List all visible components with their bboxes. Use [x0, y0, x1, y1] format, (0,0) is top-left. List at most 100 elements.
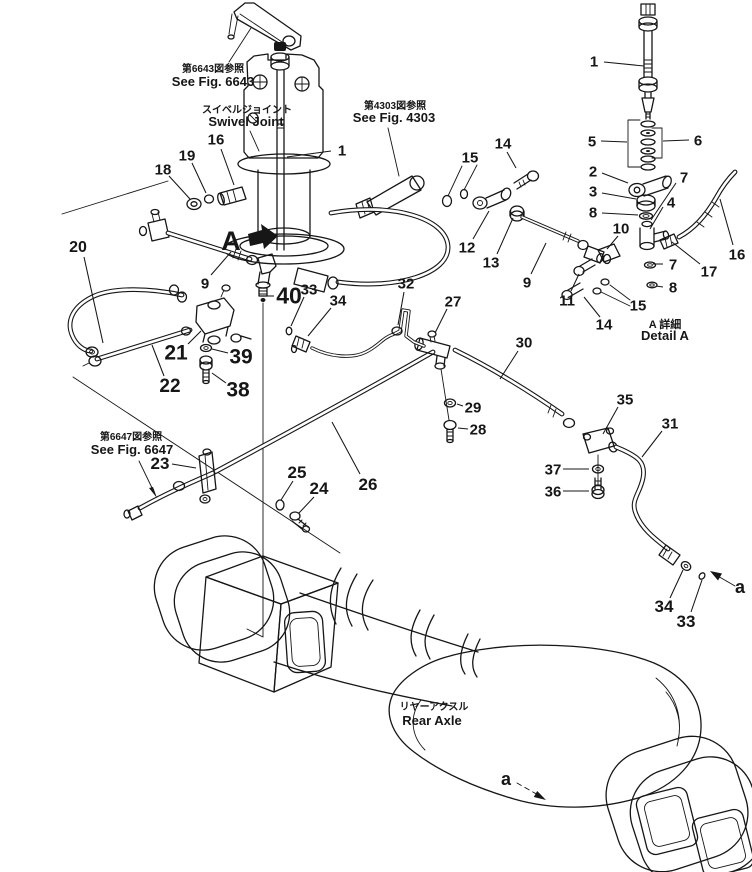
- part-label-10: 10: [613, 220, 630, 237]
- part-label-11a: 11: [559, 292, 575, 309]
- pipe-26-group: [123, 349, 436, 533]
- leader-17: [671, 241, 701, 265]
- conn-a-axle: a: [501, 769, 512, 789]
- part-label-21: 21: [164, 342, 188, 365]
- part-label-1a: 1: [590, 53, 598, 70]
- part-label-5: 5: [588, 133, 596, 150]
- part-label-32: 32: [398, 275, 415, 292]
- part-label-34a: 34: [330, 292, 347, 309]
- part-label-4: 4: [667, 194, 676, 211]
- part-label-8b: 8: [669, 279, 677, 296]
- detail-a-group: [441, 3, 738, 307]
- part-label-8a: 8: [589, 204, 597, 221]
- part-label-15a: 15: [630, 297, 647, 314]
- fig-6647-en: See Fig. 6647: [91, 442, 173, 457]
- leader-9b: [210, 251, 232, 276]
- part-label-15b: 15: [462, 149, 479, 166]
- leader-14b: [506, 151, 517, 169]
- part-label-24: 24: [310, 479, 329, 498]
- part-label-31: 31: [662, 415, 679, 432]
- part-label-25: 25: [288, 463, 307, 482]
- pipe-32-group: [285, 308, 426, 358]
- part-label-29: 29: [465, 399, 482, 416]
- top-lever: [227, 2, 302, 63]
- leader-13: [496, 217, 514, 255]
- annotations: 第6643図参照 See Fig. 6643 スイベルジョイント Swivel …: [91, 62, 746, 789]
- leader-9a: [530, 242, 547, 275]
- part-label-33a: 33: [301, 281, 318, 298]
- leader-32: [397, 291, 405, 326]
- part-label-18: 18: [155, 161, 172, 178]
- leader-24: [298, 496, 315, 514]
- leader-39: [211, 348, 229, 354]
- pipe-30: [452, 347, 576, 429]
- fig-4303-jp: 第4303図参照: [364, 99, 426, 112]
- part-label-14a: 14: [596, 316, 613, 333]
- leader-10: [606, 235, 619, 250]
- leader-3: [601, 192, 637, 200]
- leader-19: [191, 162, 207, 194]
- leader-8b: [655, 285, 664, 288]
- part-label-2: 2: [589, 163, 597, 180]
- pipe-31-group: [613, 444, 736, 587]
- part-label-35: 35: [617, 391, 634, 408]
- leader-30: [499, 350, 519, 380]
- fig-6643-jp: 第6643図参照: [182, 62, 244, 75]
- part-label-39: 39: [229, 346, 252, 369]
- elbow-40-assembly: [255, 253, 339, 302]
- pipe-9-assembly: [138, 208, 259, 266]
- part-label-27: 27: [445, 293, 462, 310]
- rear-axle-group: [153, 535, 752, 872]
- fig-6643-en: See Fig. 6643: [172, 74, 254, 89]
- part-label-28: 28: [470, 421, 487, 438]
- leader-33a: [290, 296, 305, 327]
- leader-23: [171, 463, 197, 469]
- view-arrow-a: A: [221, 224, 278, 256]
- leader-20: [83, 256, 104, 344]
- part-label-9a: 9: [523, 274, 531, 291]
- part-label-34b: 34: [655, 597, 674, 616]
- part-label-3: 3: [589, 183, 597, 200]
- leader-14a: [583, 296, 601, 318]
- part-label-38: 38: [226, 379, 250, 402]
- leader-22: [151, 344, 165, 377]
- part-label-12: 12: [459, 239, 476, 256]
- leader-28: [457, 427, 469, 430]
- part-label-40: 40: [276, 282, 302, 308]
- part-label-20: 20: [69, 239, 87, 256]
- leader-34b: [669, 569, 684, 599]
- conn-a-right: a: [735, 577, 746, 597]
- leader-1a: [603, 61, 645, 67]
- leader-16b: [220, 148, 235, 186]
- rod-part-1: [270, 42, 290, 251]
- pipe-22: [82, 326, 193, 367]
- part-label-7b: 7: [669, 256, 677, 273]
- leader-4: [649, 206, 664, 230]
- swivel-joint-jp: スイベルジョイント: [202, 104, 292, 116]
- leader-35: [602, 406, 619, 435]
- part-label-22: 22: [159, 376, 180, 397]
- part-label-13: 13: [483, 254, 500, 271]
- part-label-19: 19: [179, 147, 196, 164]
- valve-21-assembly: [195, 284, 252, 385]
- part-label-14b: 14: [495, 135, 512, 152]
- elbow-35-group: [582, 427, 618, 500]
- part-label-36: 36: [545, 483, 562, 500]
- leader-26: [331, 421, 361, 475]
- leader-7a: [650, 182, 677, 221]
- pipe-20: [67, 284, 188, 358]
- part-label-9b: 9: [201, 275, 209, 292]
- part-label-30: 30: [516, 334, 533, 351]
- fittings-18-19-16: [186, 186, 247, 211]
- view-a-label: A: [221, 226, 241, 256]
- part-label-37: 37: [545, 461, 562, 478]
- part-label-23: 23: [151, 454, 170, 473]
- leader-8a: [601, 212, 639, 216]
- fig-6647-jp: 第6647図参照: [100, 430, 162, 443]
- fig-4303-en: See Fig. 4303: [353, 110, 435, 125]
- tee-27-group: [414, 330, 457, 444]
- leader-1b: [286, 150, 332, 158]
